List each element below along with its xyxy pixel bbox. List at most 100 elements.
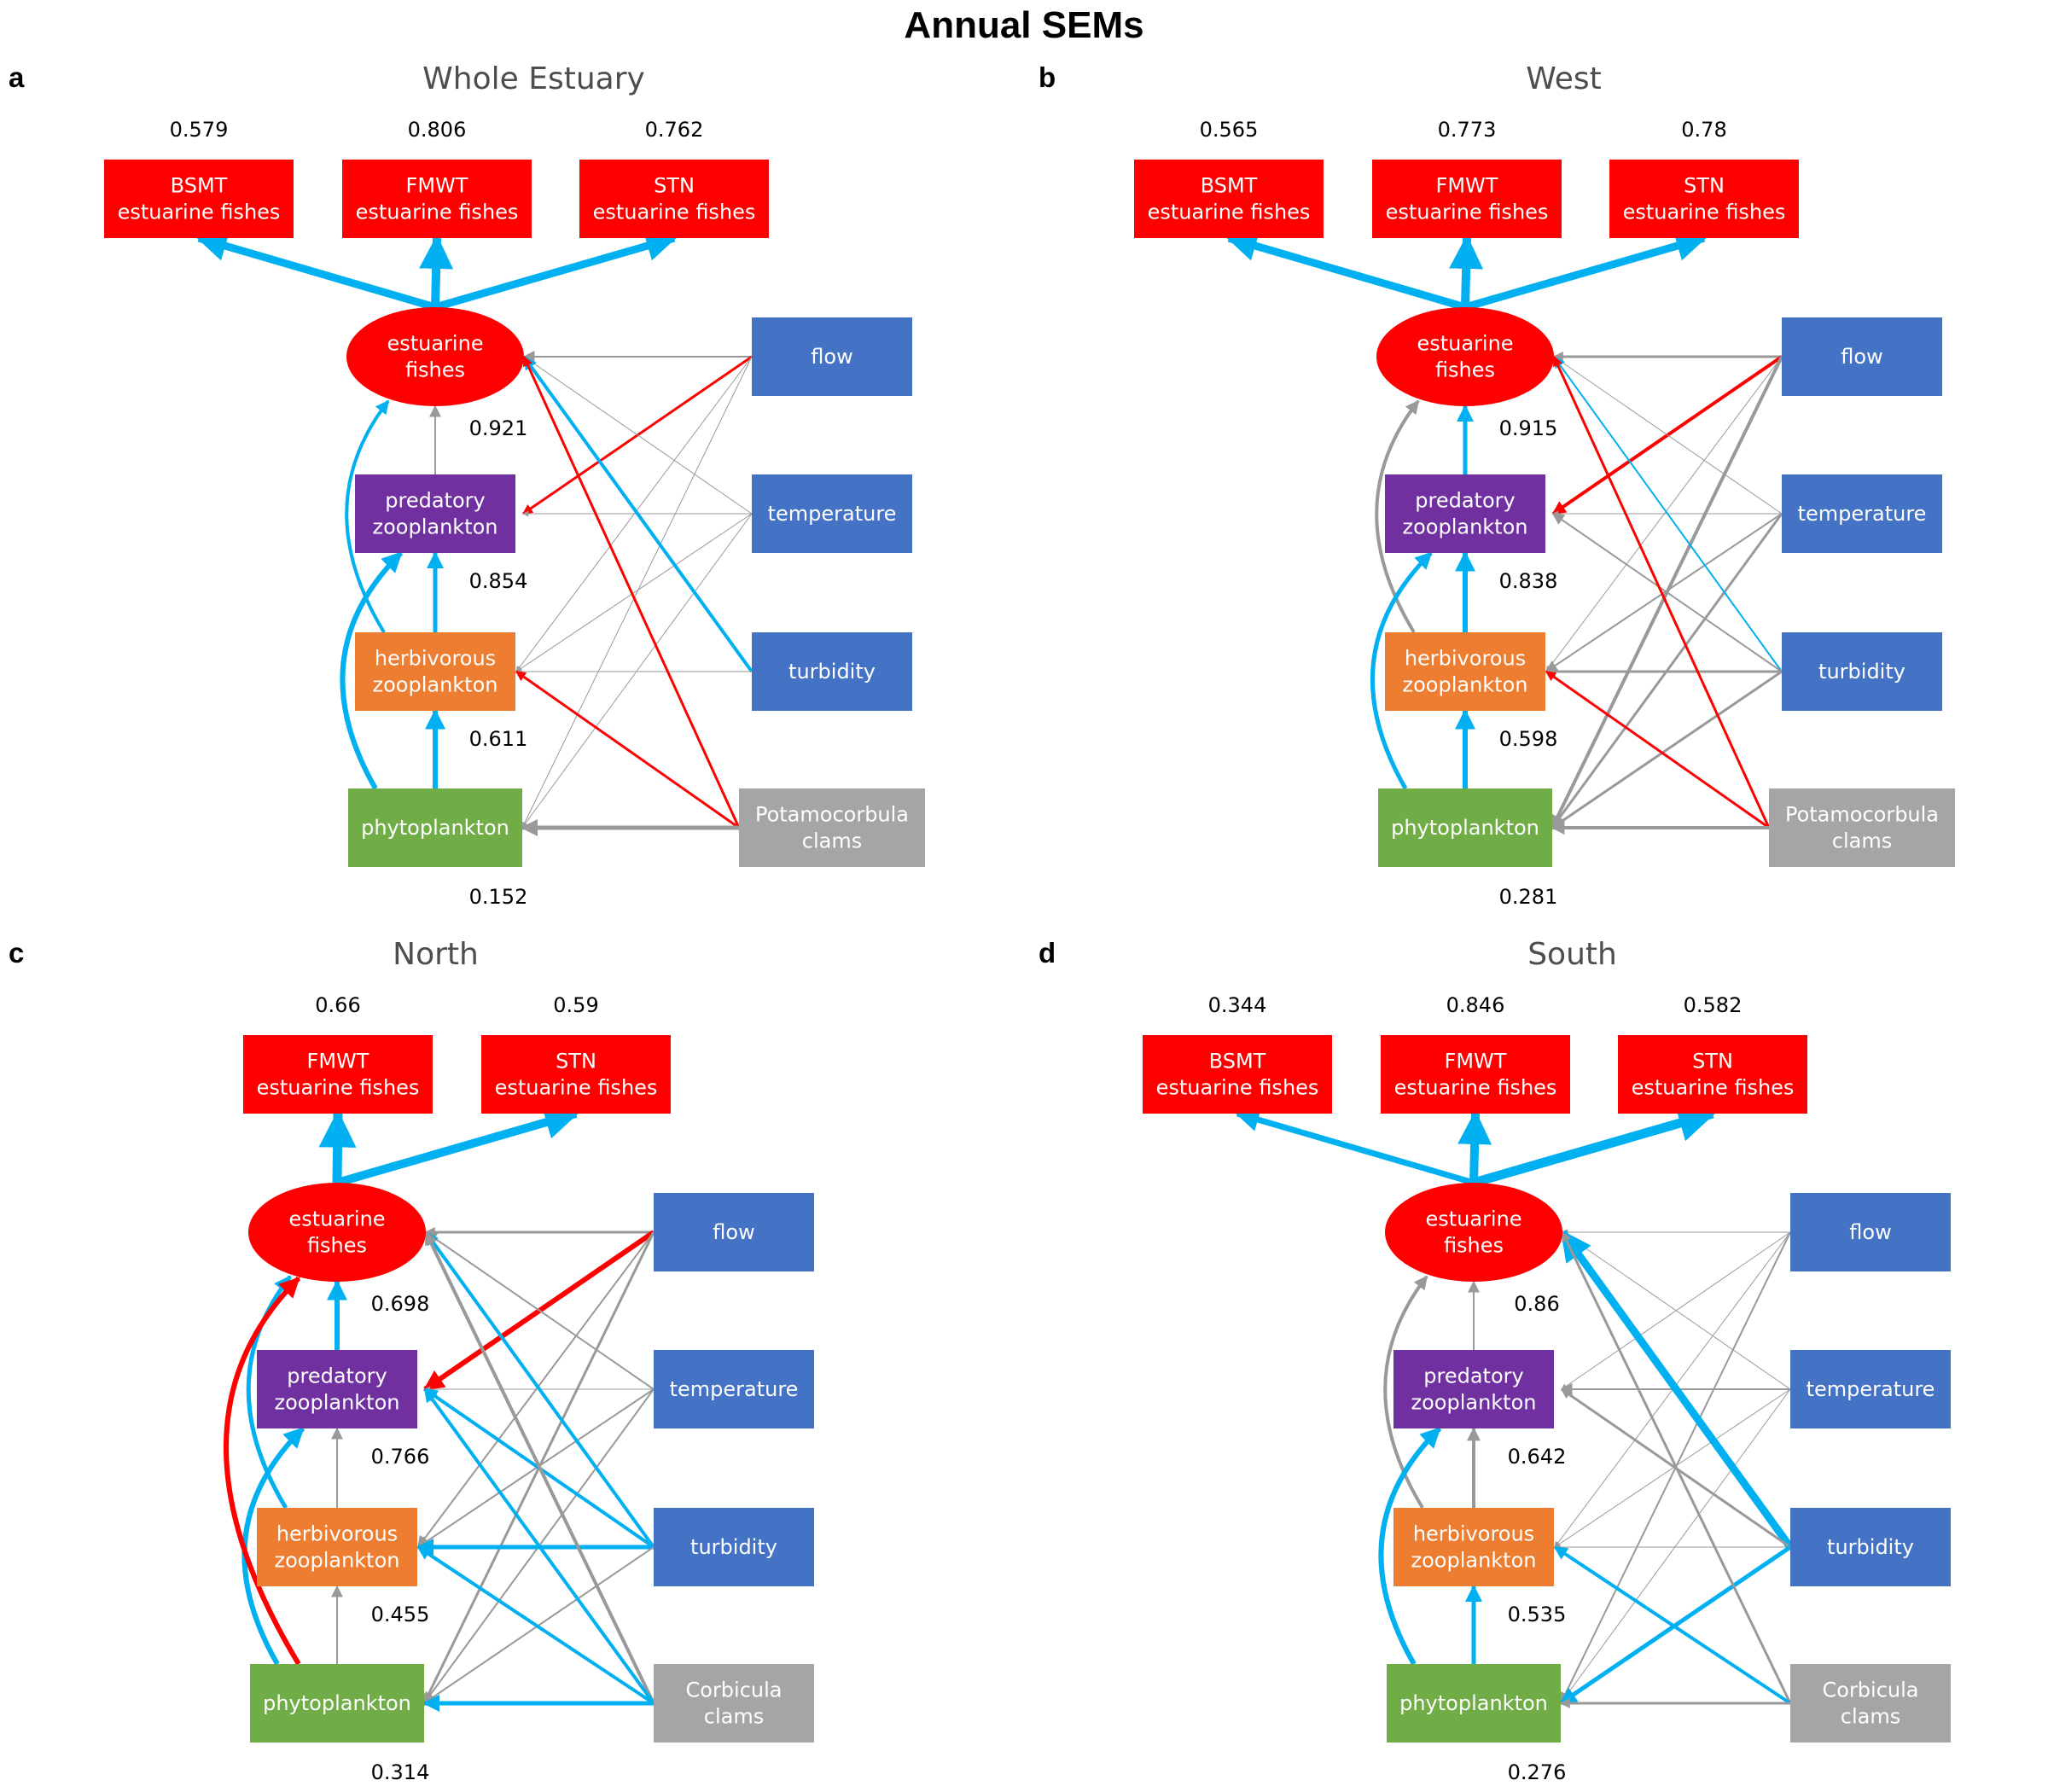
survey-stn-box-label: estuarine fishes — [593, 201, 756, 224]
r2-bsmt: 0.344 — [1208, 993, 1267, 1017]
survey-fmwt-box-label: estuarine fishes — [1386, 201, 1549, 224]
edge-temp-to-herb — [1554, 1388, 1791, 1548]
r2-bsmt: 0.579 — [170, 118, 229, 142]
herbivorous-zooplankton-box-label: zooplankton — [1403, 673, 1528, 697]
driver-flow-box: flow — [1782, 317, 1942, 396]
survey-fmwt-box-label: estuarine fishes — [356, 201, 519, 224]
driver-turbidity-box: turbidity — [1782, 632, 1942, 711]
predatory-zooplankton-box-label: predatory — [1415, 489, 1515, 513]
predatory-zooplankton-box-label: zooplankton — [1403, 515, 1528, 539]
edge-flow-to-phyto — [521, 356, 753, 829]
survey-bsmt-box-label: estuarine fishes — [1156, 1076, 1319, 1100]
r2-phytoplankton: 0.281 — [1499, 885, 1558, 909]
clams-box-label: clams — [704, 1705, 764, 1729]
edge-turb-to-fish — [1559, 1230, 1794, 1550]
clams-box-box — [1769, 788, 1955, 867]
edge-turb-to-pred — [1551, 513, 1783, 672]
edge-turb-to-fish — [522, 355, 753, 673]
driver-temperature-box: temperature — [654, 1350, 814, 1428]
survey-stn-box: STN estuarine fishes — [579, 160, 769, 238]
edge-phyto-to-fish — [224, 1276, 301, 1666]
r2-herbivorous: 0.535 — [1508, 1603, 1567, 1626]
edge-fish-to-stn — [433, 230, 678, 311]
driver-turbidity-box-label: turbidity — [690, 1535, 777, 1559]
survey-stn-box-box — [1618, 1035, 1807, 1114]
survey-fmwt-box-label: estuarine fishes — [257, 1076, 420, 1100]
survey-stn-box-label: estuarine fishes — [1623, 201, 1786, 224]
fish-ellipse — [1385, 1183, 1562, 1282]
survey-fmwt-box-box — [1372, 160, 1562, 238]
panel-letter: a — [9, 61, 25, 93]
edge-temp-to-fish — [1553, 356, 1783, 515]
r2-stn: 0.59 — [553, 993, 598, 1017]
survey-fmwt-box-box — [342, 160, 532, 238]
r2-stn: 0.762 — [645, 118, 704, 142]
survey-bsmt-box-box — [1143, 1035, 1332, 1114]
edge-clam-to-herb — [1553, 1545, 1792, 1705]
driver-flow-box-label: flow — [1849, 1220, 1891, 1244]
driver-flow-box: flow — [752, 317, 912, 396]
driver-flow-box-box — [1790, 1193, 1951, 1271]
driver-temperature-box-box — [1790, 1350, 1951, 1428]
survey-fmwt-box-label: FMWT — [406, 174, 468, 198]
herbivorous-zooplankton-box-label: zooplankton — [275, 1549, 400, 1573]
edge-fish-to-bsmt — [1235, 1108, 1475, 1186]
clams-box-label: Potamocorbula — [755, 803, 909, 827]
survey-stn-box-label: STN — [654, 174, 695, 198]
edge-fish-to-stn — [1472, 1104, 1717, 1188]
driver-temperature-box: temperature — [752, 474, 912, 553]
herbivorous-zooplankton-box-label: herbivorous — [1413, 1522, 1534, 1546]
predatory-zooplankton-box-label: predatory — [385, 489, 485, 513]
edge-clam-to-herb — [416, 1545, 655, 1705]
r2-phytoplankton: 0.314 — [371, 1760, 430, 1784]
edges — [1225, 230, 1783, 835]
r2-fish: 0.921 — [469, 416, 528, 440]
herbivorous-zooplankton-box-box — [1393, 1508, 1554, 1586]
driver-temperature-box-label: temperature — [1798, 502, 1927, 526]
clams-box-label: Corbicula — [686, 1679, 783, 1702]
clams-box-box — [654, 1664, 814, 1743]
r2-fmwt: 0.846 — [1446, 993, 1505, 1017]
r2-stn: 0.78 — [1681, 118, 1726, 142]
edge-phyto-to-pred — [1370, 551, 1433, 790]
driver-turbidity-box-box — [752, 632, 912, 711]
figure-title: Annual SEMs — [904, 4, 1143, 46]
r2-stn: 0.582 — [1684, 993, 1743, 1017]
clams-box-label: clams — [802, 829, 862, 853]
predatory-zooplankton-box-box — [257, 1350, 417, 1428]
predatory-zooplankton-box-box — [355, 474, 515, 553]
panel-letter: b — [1039, 61, 1056, 93]
edge-turb-to-fish — [1553, 355, 1783, 672]
clams-box-box — [1790, 1664, 1951, 1743]
r2-fmwt: 0.66 — [315, 993, 360, 1017]
driver-flow-box-label: flow — [1841, 345, 1882, 369]
driver-flow-box-box — [1782, 317, 1942, 396]
driver-flow-box-box — [752, 317, 912, 396]
survey-stn-box-label: STN — [1692, 1050, 1733, 1073]
panel-title: South — [1527, 937, 1617, 972]
driver-turbidity-box: turbidity — [654, 1508, 814, 1586]
driver-flow-box: flow — [654, 1193, 814, 1271]
phytoplankton-box-label: phytoplankton — [361, 816, 509, 840]
predatory-zooplankton-box-label: predatory — [287, 1364, 387, 1388]
survey-stn-box-box — [481, 1035, 671, 1114]
r2-herbivorous: 0.455 — [371, 1603, 430, 1626]
edge-fish-to-stn — [1463, 230, 1708, 311]
driver-temperature-box-box — [654, 1350, 814, 1428]
edge-fish-to-bsmt — [1225, 230, 1467, 311]
r2-fish: 0.915 — [1499, 416, 1558, 440]
panel-title: West — [1526, 61, 1602, 96]
